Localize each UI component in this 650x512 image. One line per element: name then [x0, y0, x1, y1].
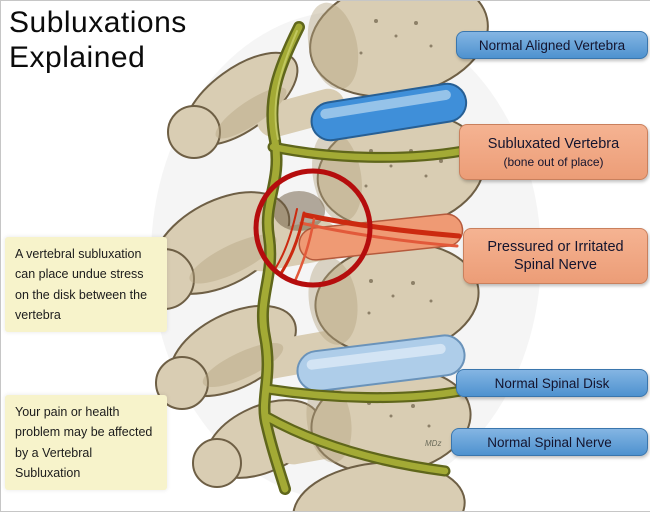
note-health: Your pain or health problem may be affec…	[5, 395, 167, 490]
label-normal-spinal-nerve: Normal Spinal Nerve	[451, 428, 648, 456]
note-health-text: Your pain or health problem may be affec…	[15, 405, 153, 480]
normal-disk-blue	[310, 82, 468, 142]
page-title-line2: Explained	[9, 41, 146, 75]
label-pressured-nerve-line2: Spinal Nerve	[513, 257, 597, 273]
subluxation-highlight-circle	[253, 168, 373, 288]
main-nerve-cord	[259, 23, 303, 493]
label-normal-aligned-vertebra-text: Normal Aligned Vertebra	[478, 37, 626, 53]
label-normal-aligned-vertebra: Normal Aligned Vertebra	[456, 31, 648, 59]
label-pressured-nerve-line1: Pressured or Irritated	[487, 239, 624, 255]
nerve-branch-lower	[263, 385, 465, 401]
note-disk-stress-text: A vertebral subluxation can place undue …	[15, 247, 148, 322]
nerve-root-cavity	[273, 191, 325, 231]
nerve-branch-bottom	[263, 413, 449, 475]
pressured-nerve-main	[302, 212, 462, 239]
label-subluxated-vertebra-text: Subluxated Vertebra	[487, 135, 620, 152]
normal-disk-lightblue-highlight	[306, 343, 446, 370]
spinal-nerves-green	[256, 21, 469, 495]
artist-signature: MDz	[425, 439, 442, 448]
normal-disk-highlight	[320, 89, 451, 119]
normal-disk-lightblue	[296, 334, 466, 393]
label-subluxated-vertebra-subtext: (bone out of place)	[503, 154, 604, 169]
label-subluxated-vertebra: Subluxated Vertebra (bone out of place)	[459, 124, 648, 180]
nerve-branch-upper	[269, 143, 467, 161]
label-normal-spinal-disk: Normal Spinal Disk	[456, 369, 648, 397]
page-title-line1: Subluxations	[9, 6, 187, 39]
label-pressured-nerve: Pressured or Irritated Spinal Nerve	[463, 228, 648, 284]
bone-texture	[359, 19, 443, 428]
label-normal-spinal-nerve-text: Normal Spinal Nerve	[487, 434, 612, 450]
note-disk-stress: A vertebral subluxation can place undue …	[5, 237, 167, 332]
page-title: Subluxations Explained	[9, 5, 187, 76]
pressured-nerve	[274, 208, 462, 283]
label-normal-spinal-disk-text: Normal Spinal Disk	[494, 375, 610, 391]
